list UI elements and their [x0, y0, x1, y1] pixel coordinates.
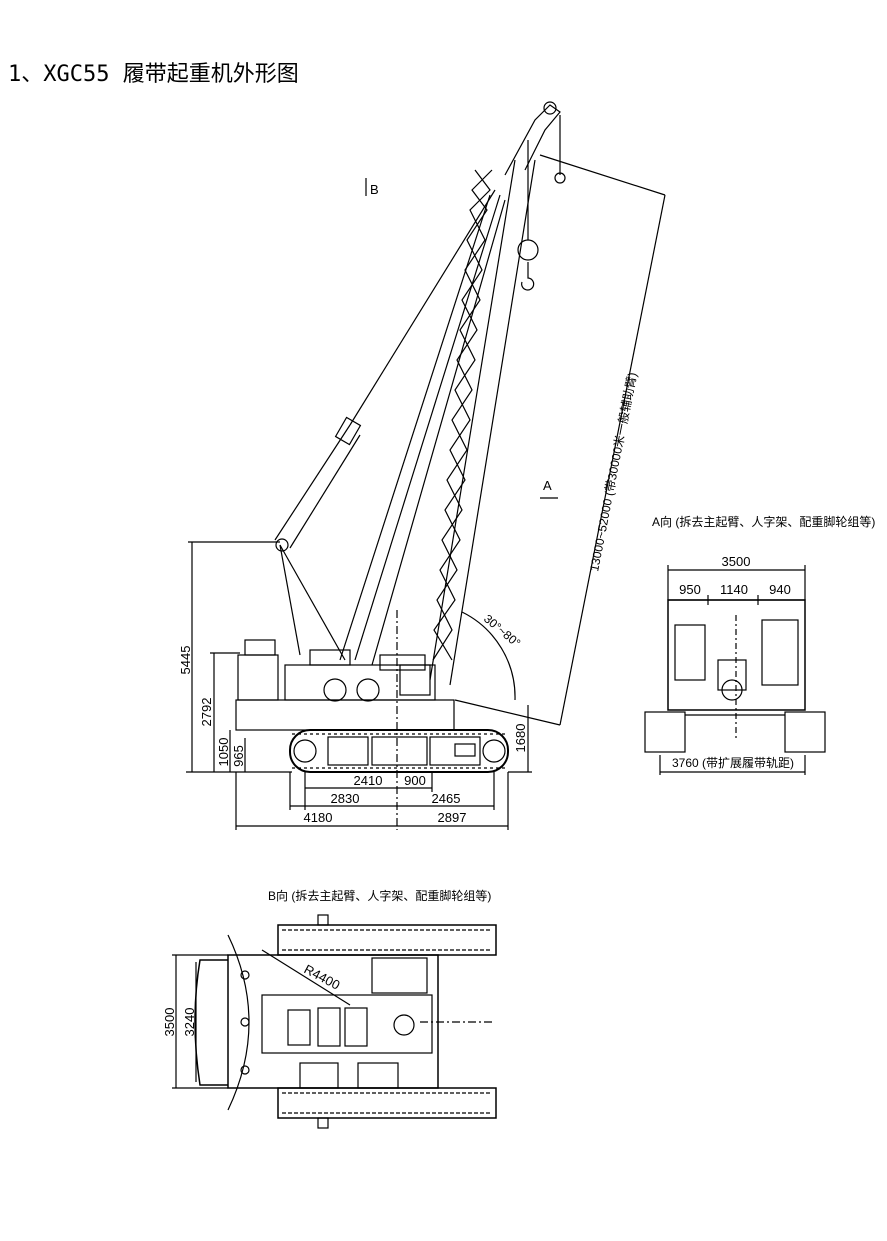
- main-boom: [429, 101, 561, 686]
- view-a-dim-right: 940: [769, 582, 791, 597]
- view-b: B向 (拆去主起臂、人字架、配重脚轮组等) R4400 3500: [162, 888, 497, 1129]
- dim-h-total: 5445: [178, 646, 193, 675]
- view-a-dim-mid: 1140: [720, 582, 748, 597]
- boom-length-label: 13000~52000 (带30000米一般辅助臂): [586, 371, 639, 573]
- dim-h-rear-low: 1680: [513, 724, 528, 753]
- dim-h-track: 965: [231, 745, 246, 767]
- view-b-dim-inner: 3240: [182, 1008, 197, 1037]
- view-a-dim-total: 3500: [722, 554, 751, 569]
- upper-body: [235, 639, 455, 731]
- boom-length-dim-top: [539, 154, 666, 196]
- view-a-caption: A向 (拆去主起臂、人字架、配重脚轮组等): [652, 514, 875, 529]
- view-b-caption: B向 (拆去主起臂、人字架、配重脚轮组等): [268, 888, 491, 903]
- dim-w-4180: 4180: [304, 810, 333, 825]
- angle-arc: [461, 611, 516, 701]
- mast: [274, 189, 506, 666]
- view-a-dim-left: 950: [679, 582, 701, 597]
- dim-h-upper: 2792: [199, 698, 214, 727]
- view-a-dim-track: 3760 (带扩展履带轨距): [672, 756, 794, 770]
- view-a: A向 (拆去主起臂、人字架、配重脚轮组等) 3500 950 1140 940 …: [644, 514, 875, 775]
- horizontal-dimensions: [235, 772, 509, 830]
- view-a-arrow-label: A: [543, 478, 552, 493]
- dim-h-body: 1050: [216, 738, 231, 767]
- dim-w-2465: 2465: [432, 791, 461, 806]
- hook-block: [517, 115, 566, 291]
- page-title: 1、XGC55 履带起重机外形图: [8, 62, 299, 87]
- crawler-track: [289, 729, 509, 773]
- dim-w-2410: 2410: [354, 773, 383, 788]
- view-b-dim-outer: 3500: [162, 1008, 177, 1037]
- dim-w-2897: 2897: [438, 810, 467, 825]
- boom-length-dim-line: [559, 194, 666, 726]
- dim-w-2830: 2830: [331, 791, 360, 806]
- dim-w-900: 900: [404, 773, 426, 788]
- side-view: B A 13000~52000 (带30000米一般辅助臂) 30°~80° 5…: [178, 101, 666, 830]
- vertical-dimensions: [186, 541, 532, 773]
- view-b-arrow-label: B: [370, 182, 379, 197]
